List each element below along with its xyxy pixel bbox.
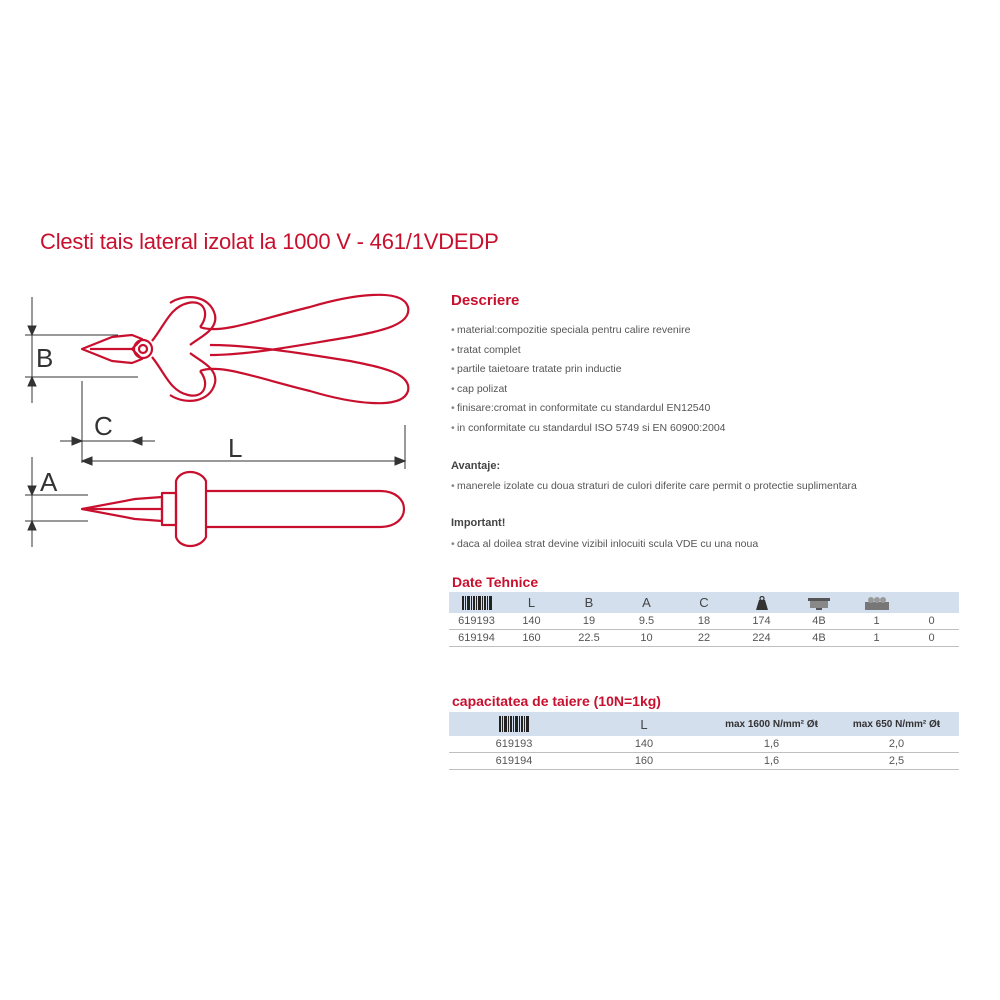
barcode-icon: [449, 592, 504, 613]
list-item: cap polizat: [451, 380, 726, 400]
dim-label-l: L: [228, 433, 242, 463]
cutting-table: L max 1600 N/mm² Øŧ max 650 N/mm² Øŧ 619…: [449, 712, 959, 770]
wire-diameter-icon: Øŧ: [929, 718, 941, 730]
table-cell: 1: [849, 629, 904, 647]
table-cell: 619194: [449, 752, 579, 770]
max-1600-label: max 1600 N/mm²: [725, 718, 805, 730]
dim-label-c: C: [94, 411, 113, 441]
col-a: A: [619, 592, 674, 613]
list-item: material:compozitie speciala pentru cali…: [451, 321, 726, 341]
important-heading: Important!: [451, 517, 506, 529]
page-title: Clesti tais lateral izolat la 1000 V - 4…: [40, 229, 499, 254]
pliers-drawing: B C L A: [25, 293, 410, 548]
table-row: 619194 160 1,6 2,5: [449, 752, 959, 770]
table-cell: 1,6: [709, 752, 834, 770]
advantages-heading: Avantaje:: [451, 460, 501, 472]
table-cell: 224: [734, 629, 789, 647]
table-cell: 19: [559, 613, 619, 630]
max-650-label: max 650 N/mm²: [852, 718, 927, 730]
table-cell: 1,6: [709, 736, 834, 753]
table-cell: 18: [674, 613, 734, 630]
cutting-heading: capacitatea de taiere (10N=1kg): [452, 693, 661, 709]
table-cell: 1: [849, 613, 904, 630]
col-max-1600: max 1600 N/mm² Øŧ: [709, 712, 834, 736]
table-cell: 0: [904, 613, 959, 630]
tech-header-row: L B A C: [449, 592, 959, 613]
table-cell: 140: [504, 613, 559, 630]
table-cell: 140: [579, 736, 709, 753]
barcode-icon: [449, 712, 579, 736]
table-cell: 22.5: [559, 629, 619, 647]
table-row: 619193 140 1,6 2,0: [449, 736, 959, 753]
list-item: finisare:cromat in conformitate cu stand…: [451, 399, 726, 419]
dim-label-b: B: [36, 343, 53, 373]
table-cell: 619193: [449, 736, 579, 753]
list-item: manerele izolate cu doua straturi de cul…: [451, 477, 857, 497]
col-l: L: [579, 712, 709, 736]
col-c: C: [674, 592, 734, 613]
table-cell: 160: [579, 752, 709, 770]
packaging-icon: [789, 592, 849, 613]
tech-heading: Date Tehnice: [452, 574, 539, 590]
important-list: daca al doilea strat devine vizibil inlo…: [451, 535, 758, 555]
wire-diameter-icon: Øŧ: [806, 718, 818, 730]
table-cell: 9.5: [619, 613, 674, 630]
tech-table: L B A C 619193 140 19 9.5 18 174 4B 1: [449, 592, 959, 647]
list-item: daca al doilea strat devine vizibil inlo…: [451, 535, 758, 555]
table-cell: 22: [674, 629, 734, 647]
table-row: 619193 140 19 9.5 18 174 4B 1 0: [449, 613, 959, 630]
weight-icon: [734, 592, 789, 613]
table-cell: 4B: [789, 629, 849, 647]
col-b: B: [559, 592, 619, 613]
col-max-650: max 650 N/mm² Øŧ: [834, 712, 959, 736]
table-cell: 619194: [449, 629, 504, 647]
table-cell: 10: [619, 629, 674, 647]
table-cell: 174: [734, 613, 789, 630]
list-item: tratat complet: [451, 341, 726, 361]
table-cell: 619193: [449, 613, 504, 630]
box-icon: [849, 592, 904, 613]
table-cell: 160: [504, 629, 559, 647]
description-list: material:compozitie speciala pentru cali…: [451, 321, 726, 438]
table-cell: 2,0: [834, 736, 959, 753]
cutting-header-row: L max 1600 N/mm² Øŧ max 650 N/mm² Øŧ: [449, 712, 959, 736]
col-l: L: [504, 592, 559, 613]
col-empty: [904, 592, 959, 613]
table-row: 619194 160 22.5 10 22 224 4B 1 0: [449, 629, 959, 647]
description-heading: Descriere: [451, 292, 520, 309]
table-cell: 4B: [789, 613, 849, 630]
table-cell: 0: [904, 629, 959, 647]
list-item: in conformitate cu standardul ISO 5749 s…: [451, 419, 726, 439]
table-cell: 2,5: [834, 752, 959, 770]
dim-label-a: A: [40, 467, 58, 497]
advantages-list: manerele izolate cu doua straturi de cul…: [451, 477, 857, 497]
list-item: partile taietoare tratate prin inductie: [451, 360, 726, 380]
